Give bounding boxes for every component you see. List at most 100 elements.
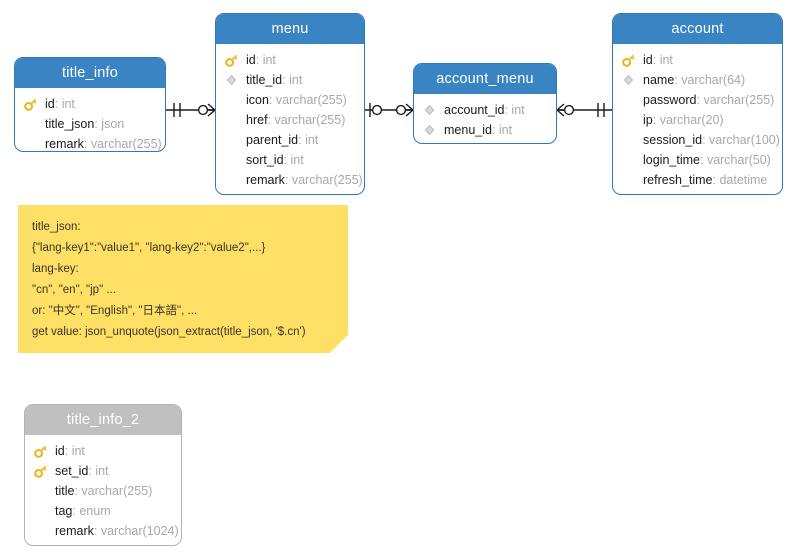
attribute-name: session_id bbox=[643, 133, 703, 147]
attribute-type: enum bbox=[79, 504, 111, 518]
attribute-type: varchar(255) bbox=[81, 484, 153, 498]
attribute-type: varchar(50) bbox=[706, 153, 771, 167]
attribute-name: remark bbox=[246, 173, 285, 187]
attribute-name: title_id bbox=[246, 73, 283, 87]
attribute-row: remark: varchar(1024) bbox=[55, 524, 179, 538]
entity-title-info-2-attributes: id: int set_id: int title: varchar(255) bbox=[25, 435, 181, 545]
relationship-menu-account_menu bbox=[365, 103, 414, 117]
attribute-type: int bbox=[659, 53, 673, 67]
attribute-type: int bbox=[61, 97, 75, 111]
attribute-type: datetime bbox=[719, 173, 768, 187]
attribute-row: set_id: int bbox=[25, 461, 181, 481]
note-line: "cn", "en", "jp" ... bbox=[32, 284, 116, 296]
attribute-row: menu_id: int bbox=[414, 120, 556, 140]
entity-account-attributes: id: int name: varchar(64) password: varc… bbox=[613, 44, 782, 194]
attribute-type: varchar(255) bbox=[274, 113, 346, 127]
attribute-type: varchar(1024) bbox=[100, 524, 179, 538]
attribute-row: remark: varchar(255) bbox=[45, 137, 162, 151]
attribute-name: remark bbox=[45, 137, 84, 151]
entity-account-menu[interactable]: account_menu account_id: int menu_id: in… bbox=[413, 63, 557, 144]
attribute-type: varchar(20) bbox=[659, 113, 724, 127]
diamond-icon bbox=[422, 100, 438, 120]
attribute-name: href bbox=[246, 113, 268, 127]
attribute-row: title_id: int bbox=[216, 70, 364, 90]
attribute-name: id bbox=[55, 444, 65, 458]
attribute-type: int bbox=[71, 444, 85, 458]
attribute-name: title bbox=[55, 484, 75, 498]
entity-title-info-2-name: title_info_2 bbox=[25, 405, 181, 435]
attribute-type: int bbox=[262, 53, 276, 67]
attribute-row: icon: varchar(255) bbox=[246, 93, 347, 107]
note-line: lang-key: bbox=[32, 263, 79, 275]
entity-title-info-attributes: id: int title_json: json remark: varchar… bbox=[15, 88, 165, 151]
entity-account-name: account bbox=[613, 14, 782, 44]
entity-account-menu-name: account_menu bbox=[414, 64, 556, 94]
entity-account-menu-attributes: account_id: int menu_id: int bbox=[414, 94, 556, 143]
note-line: get value: json_unquote(json_extract(tit… bbox=[32, 326, 306, 338]
attribute-name: id bbox=[643, 53, 653, 67]
attribute-name: parent_id bbox=[246, 133, 299, 147]
attribute-row: session_id: varchar(100) bbox=[643, 133, 780, 147]
attribute-row: name: varchar(64) bbox=[613, 70, 782, 90]
attribute-row: tag: enum bbox=[55, 504, 111, 518]
entity-account[interactable]: account id: int bbox=[612, 13, 783, 195]
attribute-row: title: varchar(255) bbox=[55, 484, 153, 498]
key-icon bbox=[33, 441, 49, 461]
attribute-type: varchar(64) bbox=[681, 73, 746, 87]
entity-menu[interactable]: menu id: int bbox=[215, 13, 365, 195]
attribute-type: int bbox=[95, 464, 109, 478]
attribute-row: parent_id: int bbox=[246, 133, 319, 147]
attribute-name: name bbox=[643, 73, 675, 87]
attribute-row: remark: varchar(255) bbox=[246, 173, 363, 187]
attribute-name: account_id bbox=[444, 103, 505, 117]
attribute-row: title_json: json bbox=[45, 117, 125, 131]
attribute-name: title_json bbox=[45, 117, 95, 131]
attribute-row: id: int bbox=[25, 441, 181, 461]
attribute-name: login_time bbox=[643, 153, 700, 167]
entity-menu-attributes: id: int title_id: int icon: varchar(255)… bbox=[216, 44, 364, 194]
attribute-name: set_id bbox=[55, 464, 89, 478]
diamond-icon bbox=[422, 120, 438, 140]
relationship-account_menu-account bbox=[556, 103, 612, 117]
attribute-name: remark bbox=[55, 524, 94, 538]
entity-title-info[interactable]: title_info id: int title_json: json bbox=[14, 57, 166, 152]
attribute-row: sort_id: int bbox=[246, 153, 304, 167]
attribute-row: account_id: int bbox=[414, 100, 556, 120]
attribute-type: int bbox=[498, 123, 513, 137]
diamond-icon bbox=[621, 70, 637, 90]
attribute-type: varchar(100) bbox=[709, 133, 780, 147]
attribute-name: id bbox=[45, 97, 55, 111]
note-fold-corner bbox=[330, 335, 348, 353]
attribute-name: refresh_time bbox=[643, 173, 713, 187]
attribute-type: varchar(255) bbox=[275, 93, 347, 107]
attribute-name: ip bbox=[643, 113, 653, 127]
entity-title-info-2[interactable]: title_info_2 id: int bbox=[24, 404, 182, 546]
attribute-row: href: varchar(255) bbox=[246, 113, 346, 127]
note-line: title_json: bbox=[32, 221, 81, 233]
note-title-json[interactable]: title_json: {"lang-key1":"value1", "lang… bbox=[18, 205, 348, 353]
relationship-title_info-menu bbox=[166, 103, 216, 117]
attribute-row: id: int bbox=[613, 50, 782, 70]
entity-menu-name: menu bbox=[216, 14, 364, 44]
attribute-type: int bbox=[305, 133, 319, 147]
attribute-type: varchar(255) bbox=[703, 93, 775, 107]
note-line: or: "中文", "English", "日本語", ... bbox=[32, 305, 198, 317]
attribute-type: int bbox=[511, 103, 525, 117]
attribute-type: int bbox=[289, 73, 303, 87]
attribute-row: ip: varchar(20) bbox=[643, 113, 724, 127]
note-line: {"lang-key1":"value1", "lang-key2":"valu… bbox=[32, 242, 266, 254]
attribute-name: tag bbox=[55, 504, 73, 518]
key-icon bbox=[23, 94, 39, 114]
attribute-type: json bbox=[101, 117, 125, 131]
attribute-name: sort_id bbox=[246, 153, 284, 167]
attribute-row: refresh_time: datetime bbox=[643, 173, 768, 187]
attribute-row: id: int bbox=[15, 94, 165, 114]
key-icon bbox=[621, 50, 637, 70]
key-icon bbox=[224, 50, 240, 70]
entity-title-info-name: title_info bbox=[15, 58, 165, 88]
key-icon bbox=[33, 461, 49, 481]
attribute-name: icon bbox=[246, 93, 269, 107]
attribute-row: login_time: varchar(50) bbox=[643, 153, 771, 167]
attribute-name: password bbox=[643, 93, 697, 107]
